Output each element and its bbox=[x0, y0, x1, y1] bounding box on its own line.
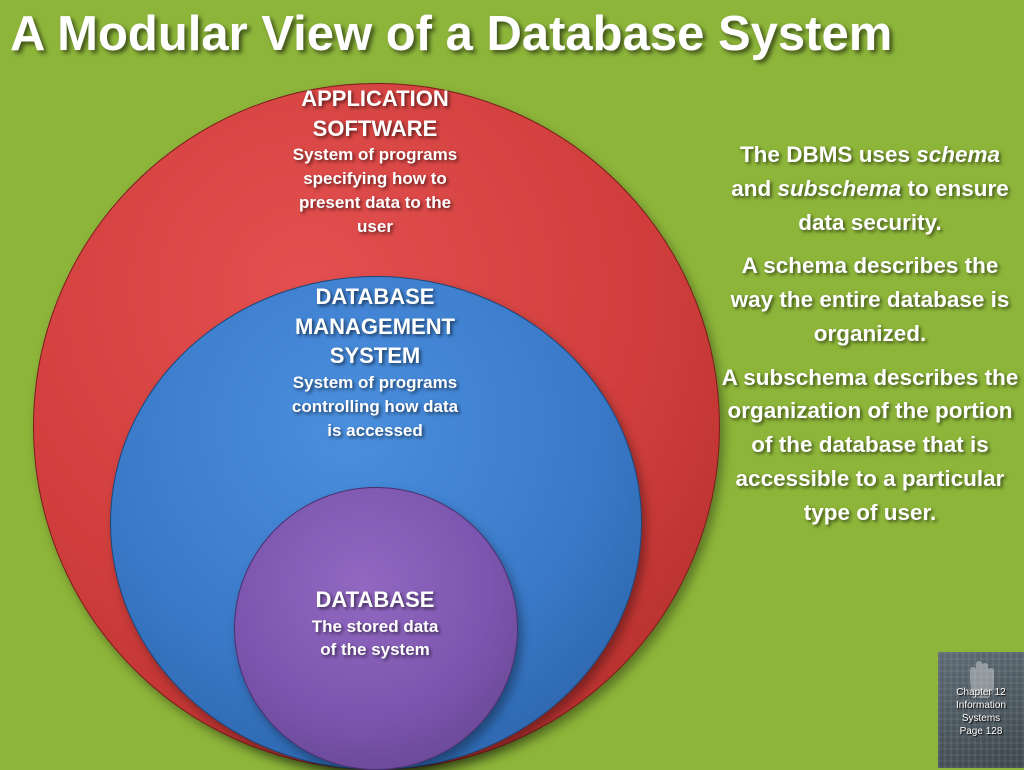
badge-chapter: Chapter 12 bbox=[956, 687, 1006, 698]
application-desc-line4: user bbox=[357, 216, 393, 236]
application-desc-line3: present data to the bbox=[298, 192, 452, 212]
dbms-desc-line1: System of programs bbox=[292, 373, 458, 393]
badge-information: Information bbox=[955, 700, 1007, 711]
database-heading: DATABASE bbox=[315, 587, 435, 612]
application-heading-line1: APPLICATION bbox=[301, 86, 449, 111]
database-label: DATABASE The stored data of the system bbox=[275, 585, 475, 662]
dbms-heading-line1: DATABASE bbox=[315, 284, 435, 309]
database-desc-line2: of the system bbox=[320, 640, 430, 660]
notes-panel: The DBMS uses schema and subschema to en… bbox=[718, 138, 1022, 539]
dbms-heading-line2: MANAGEMENT bbox=[294, 313, 456, 339]
note-schema-security: The DBMS uses schema and subschema to en… bbox=[718, 138, 1022, 239]
application-desc-line1: System of programs bbox=[292, 145, 458, 165]
note1-em-subschema: subschema bbox=[777, 175, 902, 201]
application-desc-line2: specifying how to bbox=[303, 169, 447, 189]
note1-em-schema: schema bbox=[916, 142, 1001, 167]
badge-systems: Systems bbox=[961, 713, 1001, 724]
note1-post: to ensure data security. bbox=[798, 175, 1009, 235]
note1-mid: and bbox=[731, 175, 778, 201]
application-software-label: APPLICATION SOFTWARE System of programs … bbox=[268, 84, 482, 239]
hand-icon bbox=[970, 661, 994, 698]
slide-title: A Modular View of a Database System bbox=[10, 7, 893, 61]
dbms-desc-line3: is accessed bbox=[327, 420, 423, 440]
database-desc-line1: The stored data bbox=[311, 616, 439, 636]
note-subschema-definition: A subschema describes the organization o… bbox=[721, 364, 1019, 525]
dbms-desc-line2: controlling how data bbox=[291, 396, 459, 416]
dbms-label: DATABASE MANAGEMENT SYSTEM System of pro… bbox=[262, 282, 488, 442]
chapter-badge: Chapter 12 Information Systems Page 128 bbox=[938, 652, 1024, 768]
badge-page: Page 128 bbox=[959, 726, 1003, 737]
note1-pre: The DBMS uses bbox=[739, 142, 917, 167]
dbms-heading-line3: SYSTEM bbox=[329, 343, 421, 369]
note-schema-definition: A schema describes the way the entire da… bbox=[730, 253, 1010, 346]
application-heading-line2: SOFTWARE bbox=[312, 115, 438, 141]
